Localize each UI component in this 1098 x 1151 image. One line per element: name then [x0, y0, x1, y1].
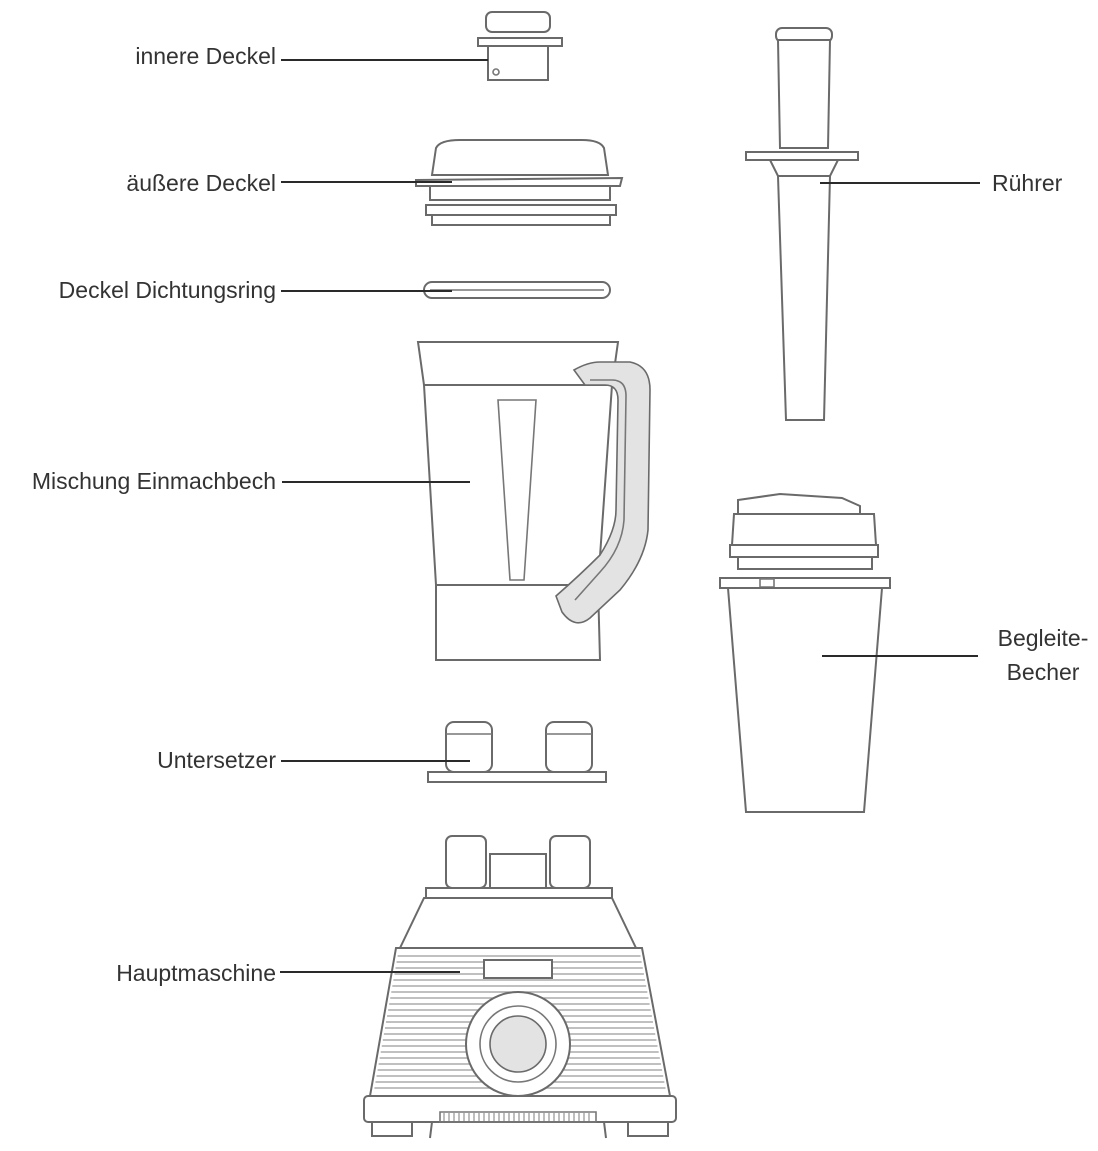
coaster-drawing: [428, 722, 606, 782]
label-travel-cup-line-2: Becher: [1006, 659, 1080, 685]
main-unit-drawing: [364, 836, 676, 1138]
label-inner-lid: innere Deckel: [135, 43, 276, 69]
inner-lid-drawing: [478, 12, 562, 80]
outer-lid-drawing: [416, 140, 622, 225]
label-outer-lid: äußere Deckel: [126, 170, 276, 196]
leader-lines: [280, 59, 980, 973]
lid-seal-drawing: [424, 282, 610, 298]
label-travel-cup-line-1: Begleite-: [997, 625, 1089, 651]
tamper-drawing: [746, 28, 858, 420]
label-travel-cup: Begleite- Becher: [988, 624, 1098, 686]
label-tamper: Rührer: [992, 170, 1063, 196]
travel-cup-drawing: [720, 494, 890, 812]
label-main-unit: Hauptmaschine: [116, 960, 276, 986]
label-lid-seal: Deckel Dichtungsring: [58, 277, 276, 303]
blending-jar-drawing: [418, 342, 650, 660]
label-blending-jar: Mischung Einmachbech: [31, 468, 276, 494]
label-coaster: Untersetzer: [157, 747, 276, 773]
